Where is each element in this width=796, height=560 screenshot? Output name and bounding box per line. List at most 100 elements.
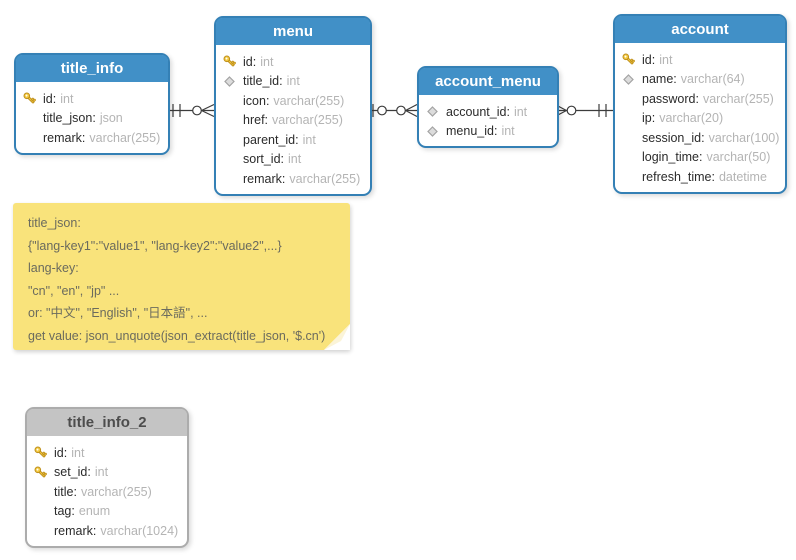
table-account_menu[interactable]: account_menu account_idintmenu_idint bbox=[417, 66, 559, 148]
note-line: lang-key: bbox=[28, 261, 79, 275]
field-type: varchar(255) bbox=[702, 91, 774, 106]
note-line: "cn", "en", "jp" ... bbox=[28, 283, 120, 298]
field-type: json bbox=[99, 111, 123, 126]
field-row[interactable]: login_timevarchar(50) bbox=[621, 148, 781, 168]
field-type: int bbox=[288, 152, 302, 167]
field-name: name bbox=[642, 72, 677, 86]
field-row[interactable]: account_idint bbox=[425, 102, 553, 122]
field-name: title bbox=[54, 485, 77, 499]
field-name: remark bbox=[54, 524, 96, 538]
no-icon bbox=[222, 171, 237, 186]
table-menu-header[interactable]: menu bbox=[216, 18, 370, 47]
field-name: id bbox=[54, 446, 67, 460]
field-row[interactable]: title_idint bbox=[222, 72, 366, 92]
primary-key-icon bbox=[222, 54, 237, 69]
no-icon bbox=[33, 523, 48, 538]
table-title_info_2-header[interactable]: title_info_2 bbox=[27, 409, 187, 438]
field-name: set_id bbox=[54, 465, 91, 479]
no-icon bbox=[621, 130, 636, 145]
no-icon bbox=[22, 130, 37, 145]
no-icon bbox=[222, 152, 237, 167]
field-row[interactable]: passwordvarchar(255) bbox=[621, 89, 781, 109]
field-row[interactable]: namevarchar(64) bbox=[621, 70, 781, 90]
primary-key-icon bbox=[22, 91, 37, 106]
field-name: id bbox=[243, 55, 256, 69]
field-name: id bbox=[43, 92, 56, 106]
primary-key-icon bbox=[621, 52, 636, 67]
field-row[interactable]: sort_id int bbox=[222, 150, 366, 170]
foreign-key-icon bbox=[222, 74, 237, 89]
field-type: int bbox=[286, 74, 300, 89]
field-name: sort_id bbox=[243, 152, 284, 166]
no-icon bbox=[222, 93, 237, 108]
field-name: icon bbox=[243, 94, 269, 108]
field-row[interactable]: ip varchar(20) bbox=[621, 109, 781, 129]
field-type: varchar(255) bbox=[89, 130, 161, 145]
field-type: varchar(64) bbox=[680, 72, 745, 87]
table-account-header[interactable]: account bbox=[615, 16, 785, 45]
field-name: id bbox=[642, 53, 655, 67]
no-icon bbox=[22, 111, 37, 126]
field-type: varchar(255) bbox=[272, 113, 343, 128]
field-row[interactable]: remark varchar(255) bbox=[222, 169, 366, 189]
no-icon bbox=[621, 169, 636, 184]
field-name: session_id bbox=[642, 131, 705, 145]
field-name: remark bbox=[43, 131, 85, 145]
field-type: varchar(255) bbox=[289, 171, 361, 186]
field-type: datetime bbox=[718, 169, 767, 184]
table-title_info[interactable]: title_info idinttitle_jsonjsonremarkvarc… bbox=[14, 53, 170, 155]
no-icon bbox=[222, 132, 237, 147]
foreign-key-icon bbox=[425, 104, 440, 119]
field-name: remark bbox=[243, 172, 285, 186]
field-type: varchar(1024) bbox=[100, 523, 179, 538]
field-row[interactable]: idint bbox=[22, 89, 164, 109]
no-icon bbox=[621, 91, 636, 106]
field-row[interactable]: tagenum bbox=[33, 502, 183, 522]
no-icon bbox=[621, 111, 636, 126]
note-folded-corner-icon bbox=[324, 324, 350, 350]
table-account_menu-header[interactable]: account_menu bbox=[419, 68, 557, 97]
field-row[interactable]: set_idint bbox=[33, 463, 183, 483]
table-title_info_2[interactable]: title_info_2 idintset_idinttitlevarchar(… bbox=[25, 407, 189, 548]
field-type: int bbox=[260, 54, 274, 69]
field-row[interactable]: remark varchar(1024) bbox=[33, 521, 183, 541]
note-line: title_json: bbox=[28, 216, 81, 230]
table-title_info-header[interactable]: title_info bbox=[16, 55, 168, 84]
no-icon bbox=[621, 150, 636, 165]
field-row[interactable]: menu_idint bbox=[425, 122, 553, 142]
field-row[interactable]: hrefvarchar(255) bbox=[222, 111, 366, 131]
field-row[interactable]: iconvarchar(255) bbox=[222, 91, 366, 111]
table-menu-fields: idinttitle_idinticonvarchar(255)hrefvarc… bbox=[216, 47, 370, 194]
field-type: int bbox=[60, 91, 74, 106]
no-icon bbox=[33, 504, 48, 519]
field-type: varchar(20) bbox=[659, 111, 724, 126]
field-row[interactable]: session_idvarchar(100) bbox=[621, 128, 781, 148]
field-type: int bbox=[302, 132, 316, 147]
field-row[interactable]: idint bbox=[621, 50, 781, 70]
field-name: parent_id bbox=[243, 133, 299, 147]
sticky-note[interactable]: title_json: {"lang-key1":"value1", "lang… bbox=[13, 203, 350, 350]
field-row[interactable]: titlevarchar(255) bbox=[33, 482, 183, 502]
table-menu[interactable]: menu idinttitle_idinticonvarchar(255)hre… bbox=[214, 16, 372, 196]
field-type: enum bbox=[78, 504, 111, 519]
field-type: int bbox=[513, 104, 528, 119]
field-type: int bbox=[71, 445, 85, 460]
relationship-menu-account_menu[interactable] bbox=[368, 103, 418, 118]
field-name: ip bbox=[642, 111, 655, 125]
relationship-account_menu-account[interactable] bbox=[554, 103, 613, 118]
field-row[interactable]: refresh_timedatetime bbox=[621, 167, 781, 187]
field-row[interactable]: parent_idint bbox=[222, 130, 366, 150]
field-row[interactable]: idint bbox=[222, 52, 366, 72]
field-row[interactable]: title_jsonjson bbox=[22, 109, 164, 129]
relationship-title_info-menu[interactable] bbox=[166, 103, 215, 118]
field-row[interactable]: remark varchar(255) bbox=[22, 128, 164, 148]
table-account_menu-fields: account_idintmenu_idint bbox=[419, 97, 557, 146]
field-name: tag bbox=[54, 504, 75, 518]
table-account-fields: idintnamevarchar(64)passwordvarchar(255)… bbox=[615, 45, 785, 192]
note-line: {"lang-key1":"value1", "lang-key2":"valu… bbox=[28, 238, 282, 253]
field-row[interactable]: idint bbox=[33, 443, 183, 463]
table-account[interactable]: account idintnamevarchar(64)passwordvarc… bbox=[613, 14, 787, 194]
field-name: account_id bbox=[446, 105, 510, 119]
